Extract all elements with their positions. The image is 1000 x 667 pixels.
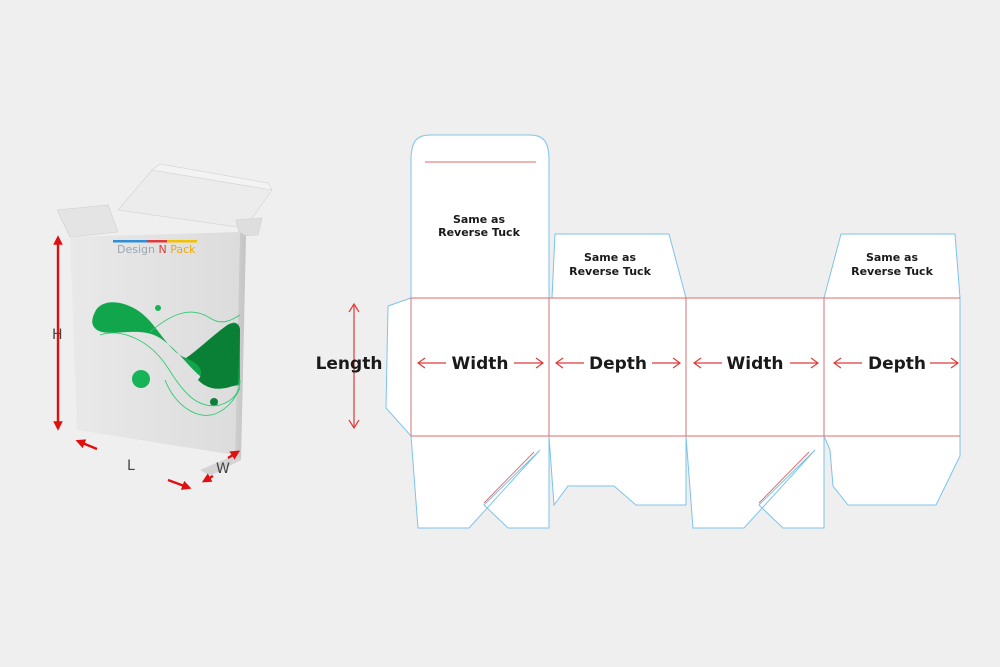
flap-3-label-line2: Reverse Tuck [851, 265, 933, 278]
width-arrow-left [201, 473, 214, 483]
box-front-graphic [92, 302, 241, 416]
panel-4-label: Depth [868, 354, 926, 374]
box-side-face [235, 232, 246, 460]
box-mockup: Design N Pack H L W [52, 163, 273, 490]
brand-text: Design N Pack [117, 243, 196, 256]
flap-1-label-line1: Same as [453, 213, 506, 226]
length-label: L [127, 458, 135, 474]
panel-3-label: Width [727, 354, 784, 374]
width-arrow-right [227, 450, 241, 460]
flap-2-label-line2: Reverse Tuck [569, 265, 651, 278]
bottom-fold-1 [483, 451, 535, 504]
panel-2 [548, 297, 687, 437]
flap-3-label-line1: Same as [866, 251, 919, 264]
panel-3 [685, 297, 825, 437]
brand-stripe-red [147, 240, 167, 243]
box-dust-flap-right [235, 217, 263, 237]
top-tuck-flap [410, 134, 550, 299]
box-front-face [70, 232, 240, 455]
bottom-flap-3 [685, 435, 825, 529]
box-lid-tuck [151, 163, 273, 191]
length-arrow-left [75, 439, 98, 451]
box-dust-flap-left [56, 204, 119, 238]
flap-1-label-line2: Reverse Tuck [438, 226, 520, 239]
length-arrow-right [167, 478, 192, 490]
dieline: Length Width Depth Width Depth Same as R… [316, 134, 961, 529]
flap-2-label-line1: Same as [584, 251, 637, 264]
panel-2-label: Depth [589, 354, 647, 374]
glue-flap [385, 297, 412, 438]
bottom-flap-2 [548, 435, 687, 507]
box-bottom-edge [200, 455, 241, 476]
height-label: H [52, 327, 63, 343]
bottom-flap-1 [410, 435, 550, 529]
length-dimension-label: Length [316, 354, 383, 374]
panel-1-label: Width [452, 354, 509, 374]
brand-stripe-yellow [167, 240, 197, 243]
bottom-fold-3 [758, 451, 810, 504]
brand-stripe-blue [113, 240, 147, 243]
width-label: W [216, 461, 230, 477]
bottom-flap-4 [823, 435, 961, 506]
panel-arrows [416, 357, 960, 369]
